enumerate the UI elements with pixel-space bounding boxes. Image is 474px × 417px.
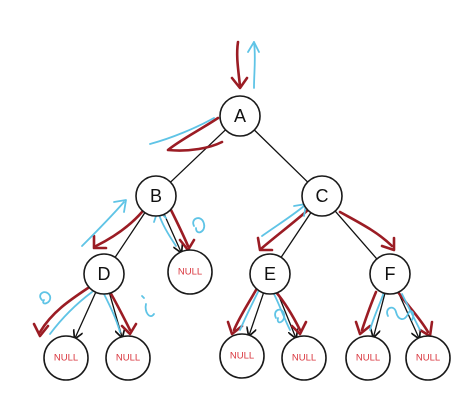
node-label: NULL <box>178 267 202 278</box>
null-node-d-null-right: NULL <box>105 335 151 381</box>
red-d-to-null-right-head <box>120 322 138 336</box>
null-node-f-null-right: NULL <box>405 335 451 381</box>
tree-node-f: F <box>369 253 411 295</box>
edges-layer <box>75 129 419 338</box>
edge-f-to-f-null-right <box>397 291 419 338</box>
red-c-to-e <box>260 208 310 250</box>
blue-exit-arrow <box>253 41 256 89</box>
node-circle <box>167 249 213 295</box>
red-e-to-null-right <box>274 290 302 332</box>
node-circle <box>135 175 177 217</box>
red-c-to-e-head <box>256 236 274 252</box>
nodes-layer: A B C D E F NULL NULL NULL NULL NULL NULL NULL <box>43 95 451 381</box>
null-node-d-null-left: NULL <box>43 335 89 381</box>
red-annotation-strokes <box>32 40 434 338</box>
node-label: F <box>385 264 396 284</box>
blue-squiggle-e <box>274 308 286 324</box>
tree-node-b: B <box>135 175 177 217</box>
edge-c-to-e <box>280 212 312 258</box>
red-f-to-null-left <box>360 290 378 332</box>
edge-d-to-d-null-left <box>75 291 97 338</box>
blue-null-to-d-left <box>49 291 93 335</box>
node-circle <box>83 253 125 295</box>
blue-exit-arrowhead <box>247 41 260 53</box>
node-circle <box>345 335 391 381</box>
node-label: C <box>316 186 329 206</box>
red-d-to-null-right <box>108 290 132 332</box>
node-circle <box>405 335 451 381</box>
red-f-to-null-right <box>396 290 430 334</box>
edge-f-to-f-null-left <box>374 293 386 336</box>
blue-null-to-f-left <box>369 291 385 331</box>
node-circle <box>219 95 261 137</box>
edge-c-to-f <box>334 210 378 260</box>
red-c-to-f <box>338 210 394 248</box>
node-circle <box>219 333 265 379</box>
node-label: E <box>264 264 276 284</box>
blue-null-to-d-right <box>103 293 121 333</box>
red-d-to-null-left-head <box>32 322 50 338</box>
edge-a-to-c <box>253 129 309 183</box>
node-circle <box>301 175 343 217</box>
blue-d-to-b <box>81 201 125 247</box>
blue-squiggle-d-right <box>141 295 155 317</box>
red-entry-arrowhead <box>230 76 249 90</box>
red-left-loop <box>166 116 224 152</box>
edge-e-to-e-null-left <box>249 292 265 335</box>
blue-e-to-c <box>261 205 305 237</box>
tree-node-c: C <box>301 175 343 217</box>
tree-node-e: E <box>249 253 291 295</box>
red-b-to-d-head <box>92 234 108 250</box>
node-circle <box>105 335 151 381</box>
blue-squiggle-f <box>386 306 415 321</box>
red-c-to-f-head <box>380 236 396 252</box>
node-label: NULL <box>116 353 140 364</box>
blue-squiggle-b <box>192 217 206 234</box>
blue-null-to-e-right <box>273 293 291 331</box>
node-label: NULL <box>54 353 78 364</box>
tree-node-a: A <box>219 95 261 137</box>
null-node-f-null-left: NULL <box>345 335 391 381</box>
red-entry-arrow <box>235 40 242 88</box>
node-label: NULL <box>292 353 316 364</box>
node-label: NULL <box>356 353 380 364</box>
node-label: D <box>98 264 111 284</box>
red-e-to-null-left-head <box>226 320 244 336</box>
null-node-e-null-right: NULL <box>281 335 327 381</box>
null-node-b-null-right: NULL <box>167 249 213 295</box>
node-circle <box>369 253 411 295</box>
blue-squiggle-d-left <box>39 291 52 305</box>
edge-b-to-b-null-right <box>163 213 181 252</box>
edge-b-to-d <box>114 212 146 258</box>
node-circle <box>249 253 291 295</box>
red-b-to-null <box>168 206 190 248</box>
red-b-to-d <box>94 210 144 248</box>
node-label: NULL <box>416 353 440 364</box>
red-e-to-null-right-head <box>290 320 308 336</box>
node-circle <box>43 335 89 381</box>
red-d-to-null-left <box>38 286 90 334</box>
edge-e-to-e-null-right <box>276 292 296 338</box>
node-label: NULL <box>230 351 254 362</box>
red-f-to-null-left-head <box>354 320 372 336</box>
blue-d-to-b-head <box>113 199 127 213</box>
edge-a-to-b <box>170 129 226 183</box>
node-label: B <box>150 186 162 206</box>
tree-node-d: D <box>83 253 125 295</box>
blue-null-to-e-left <box>239 291 259 331</box>
red-e-to-null-left <box>232 288 258 332</box>
blue-left-loop <box>149 117 215 145</box>
null-node-e-null-left: NULL <box>219 333 265 379</box>
node-label: A <box>234 106 246 126</box>
node-circle <box>281 335 327 381</box>
